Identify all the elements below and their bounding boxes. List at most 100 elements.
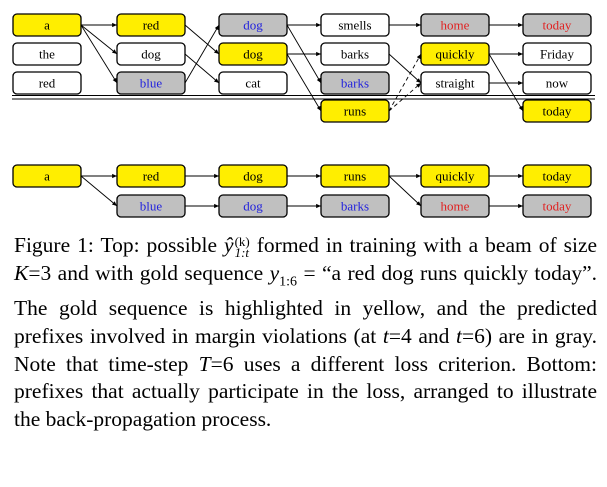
node-label: a <box>44 18 50 33</box>
caption-math-T: T=6 <box>198 351 234 376</box>
node-box <box>12 13 82 37</box>
node-box <box>116 164 186 188</box>
node-box <box>218 164 288 188</box>
figure-caption: Figure 1: Top: possible ŷ(k)1:t formed i… <box>14 232 597 433</box>
node-box <box>116 13 186 37</box>
node-box <box>320 99 390 123</box>
node-label: today <box>543 199 572 214</box>
caption-text-1: Top: possible <box>100 233 218 257</box>
top-node-6-Friday: Friday <box>522 42 592 66</box>
node-box <box>12 164 82 188</box>
node-box <box>116 71 186 95</box>
node-box <box>320 13 390 37</box>
node-label: smells <box>338 18 371 33</box>
top-edge-9 <box>286 53 322 112</box>
nodes-layer: a the red red dog blue dog dog cat smells barks bar… <box>12 13 592 218</box>
node-box <box>218 194 288 218</box>
node-box <box>522 13 592 37</box>
bottom-node-2-blue: blue <box>116 194 186 218</box>
bottom-node-1-a: a <box>12 164 82 188</box>
top-edge-12 <box>388 53 422 112</box>
top-node-5-quickly: quickly <box>420 42 490 66</box>
top-node-3-cat: cat <box>218 71 288 95</box>
node-label: home <box>441 199 470 214</box>
caption-text-3: and with gold sequence <box>57 260 264 285</box>
top-edge-2 <box>80 24 118 84</box>
node-box <box>320 194 390 218</box>
node-label: today <box>543 104 572 119</box>
top-node-1-a: a <box>12 13 82 37</box>
top-node-1-the: the <box>12 42 82 66</box>
node-label: today <box>543 18 572 33</box>
node-box <box>420 42 490 66</box>
top-node-4-barks: barks <box>320 42 390 66</box>
top-node-3-dog: dog <box>218 42 288 66</box>
top-node-4-runs: runs <box>320 99 390 123</box>
top-edge-1 <box>80 24 118 55</box>
node-label: red <box>143 18 160 33</box>
bottom-node-3-dog: dog <box>218 194 288 218</box>
node-label: the <box>39 47 55 62</box>
node-box <box>116 42 186 66</box>
edges-layer <box>80 22 524 209</box>
bottom-node-5-home: home <box>420 194 490 218</box>
node-box <box>218 42 288 66</box>
node-box <box>522 42 592 66</box>
node-box <box>420 71 490 95</box>
caption-text-4: “a red dog runs quickly today”. The gold… <box>14 260 598 349</box>
node-box <box>420 164 490 188</box>
node-label: home <box>441 18 470 33</box>
top-node-5-straight: straight <box>420 71 490 95</box>
caption-math-yhat: ŷ(k)1:t <box>224 233 250 261</box>
caption-math-k: K=3 <box>14 260 52 285</box>
node-box <box>420 13 490 37</box>
top-node-5-home: home <box>420 13 490 37</box>
node-box <box>12 71 82 95</box>
top-node-2-blue: blue <box>116 71 186 95</box>
caption-math-t2: t=6 <box>456 324 485 349</box>
node-box <box>320 164 390 188</box>
caption-text-5: ) are in gray. Note that time-step <box>14 324 598 376</box>
node-box <box>420 194 490 218</box>
node-box <box>218 13 288 37</box>
node-box <box>218 71 288 95</box>
node-box <box>320 42 390 66</box>
bottom-node-2-red: red <box>116 164 186 188</box>
bottom-edge-7 <box>388 175 422 207</box>
node-label: Friday <box>540 47 574 62</box>
node-label: red <box>39 76 56 91</box>
node-label: a <box>44 169 50 184</box>
node-label: barks <box>341 47 369 62</box>
node-label: cat <box>245 76 261 91</box>
beam-search-diagram: a the red red dog blue dog dog cat smells barks bar… <box>12 13 595 218</box>
node-label: quickly <box>436 47 475 62</box>
node-label: straight <box>436 76 475 91</box>
bottom-node-4-barks: barks <box>320 194 390 218</box>
node-label: quickly <box>436 169 475 184</box>
caption-text-6: uses a different loss criterion. Bottom:… <box>14 351 598 431</box>
node-label: dog <box>243 199 263 214</box>
node-box <box>522 71 592 95</box>
top-edge-4 <box>184 53 220 84</box>
bottom-edge-1 <box>80 175 118 207</box>
top-node-2-red: red <box>116 13 186 37</box>
caption-math-t1: t=4 <box>382 324 412 349</box>
node-box <box>522 164 592 188</box>
top-node-3-dog: dog <box>218 13 288 37</box>
node-label: dog <box>141 47 161 62</box>
top-edge-16 <box>488 53 524 112</box>
node-box <box>522 194 592 218</box>
node-label: today <box>543 169 572 184</box>
bottom-node-6-today: today <box>522 194 592 218</box>
top-edge-11 <box>388 53 422 84</box>
node-box <box>116 194 186 218</box>
node-box <box>320 71 390 95</box>
node-label: blue <box>140 199 163 214</box>
top-node-1-red: red <box>12 71 82 95</box>
bottom-node-3-dog: dog <box>218 164 288 188</box>
top-node-6-today: today <box>522 99 592 123</box>
top-edge-5 <box>184 24 220 84</box>
top-edge-3 <box>184 24 220 55</box>
node-label: dog <box>243 47 263 62</box>
caption-and: and <box>418 324 450 349</box>
